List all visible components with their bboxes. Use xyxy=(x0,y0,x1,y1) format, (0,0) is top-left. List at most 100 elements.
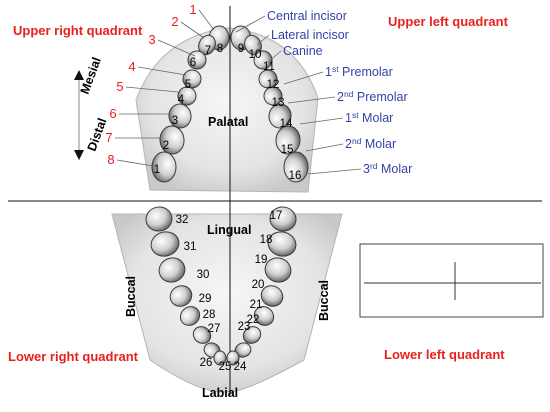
tooth-lower-right-5 xyxy=(192,326,212,344)
tooth-upper-left-1 xyxy=(253,50,273,70)
tooth-number-26: 26 xyxy=(200,357,213,369)
red-number-6: 6 xyxy=(109,106,116,121)
red-number-7: 7 xyxy=(105,130,112,145)
tooth-name-2: Canine xyxy=(283,44,323,58)
quadrant-title-upper-right: Upper right quadrant xyxy=(13,23,143,38)
tooth-name-ordinal-suffix: rd xyxy=(370,161,378,171)
tooth-number-28: 28 xyxy=(203,309,216,321)
red-number-5: 5 xyxy=(116,79,123,94)
label-palatal: Palatal xyxy=(208,115,248,129)
tooth-name-leader-7 xyxy=(307,168,362,175)
red-number-1: 1 xyxy=(189,2,196,17)
quadrant-title-lower-left: Lower left quadrant xyxy=(384,347,505,362)
tooth-number-19: 19 xyxy=(255,254,268,266)
tooth-name-type: Molar xyxy=(361,137,396,151)
tooth-upper-left-5 xyxy=(275,125,301,155)
tooth-name-5: 1st Molar xyxy=(345,110,393,125)
tooth-number-1: 1 xyxy=(154,164,160,176)
tooth-name-ordinal: 1 xyxy=(325,65,332,79)
red-number-8: 8 xyxy=(107,152,114,167)
tooth-number-7: 7 xyxy=(205,45,211,57)
tooth-number-16: 16 xyxy=(289,170,302,182)
tooth-lower-left-0 xyxy=(269,206,297,232)
tooth-lower-left-5 xyxy=(242,326,262,344)
tooth-name-leader-6 xyxy=(305,143,344,152)
teeth-layer xyxy=(145,25,309,366)
leader-lines xyxy=(74,9,362,175)
tooth-number-32: 32 xyxy=(176,214,189,226)
tooth-lower-left-1 xyxy=(267,231,297,257)
red-number-leader-1 xyxy=(198,9,215,31)
tooth-name-6: 2nd Molar xyxy=(345,136,396,151)
tooth-number-10: 10 xyxy=(249,49,262,61)
tooth-number-4: 4 xyxy=(178,94,185,106)
tooth-name-ordinal: 2 xyxy=(337,90,344,104)
tooth-number-30: 30 xyxy=(197,269,210,281)
tooth-name-leader-5 xyxy=(299,117,344,125)
arrow-down-icon xyxy=(74,150,84,160)
tooth-lower-right-0 xyxy=(145,206,173,232)
tooth-name-0: Central incisor xyxy=(267,9,347,23)
tooth-name-leader-3 xyxy=(283,71,324,85)
tooth-name-leader-4 xyxy=(287,96,336,104)
tooth-name-leader-2 xyxy=(267,50,282,63)
tooth-name-leader-1 xyxy=(256,34,270,46)
tooth-upper-left-4 xyxy=(268,103,292,129)
tooth-name-ordinal-suffix: nd xyxy=(344,89,354,99)
tooth-name-3: 1st Premolar xyxy=(325,64,393,79)
tooth-number-27: 27 xyxy=(208,323,221,335)
tooth-name-type: Molar xyxy=(359,111,394,125)
label-buccal-left: Buccal xyxy=(124,276,138,317)
tooth-lower-right-1 xyxy=(150,231,180,257)
tooth-number-15: 15 xyxy=(281,144,294,156)
tooth-number-8: 8 xyxy=(217,43,223,55)
tooth-number-2: 2 xyxy=(163,140,169,152)
quadrant-title-upper-left: Upper left quadrant xyxy=(388,14,509,29)
label-buccal-right: Buccal xyxy=(317,280,331,321)
red-number-4: 4 xyxy=(128,59,135,74)
notation-table-frame xyxy=(359,243,544,318)
tooth-name-4: 2nd Premolar xyxy=(337,89,408,104)
tooth-number-5: 5 xyxy=(185,79,191,91)
tooth-name-ordinal: 3 xyxy=(363,162,370,176)
tooth-number-18: 18 xyxy=(260,234,273,246)
label-lingual: Lingual xyxy=(207,223,251,237)
arrow-up-icon xyxy=(74,70,84,80)
tooth-name-ordinal-suffix: st xyxy=(352,110,359,120)
tooth-upper-right-3 xyxy=(177,86,197,106)
tooth-lower-left-4 xyxy=(253,306,275,326)
tooth-number-24: 24 xyxy=(234,361,247,373)
red-number-leader-8 xyxy=(116,159,154,167)
tooth-name-leader-0 xyxy=(235,15,266,33)
text-layer: Upper right quadrant Upper left quadrantL… xyxy=(8,2,531,400)
red-number-leader-4 xyxy=(137,66,187,76)
tooth-number-12: 12 xyxy=(267,79,280,91)
tooth-upper-right-6 xyxy=(151,151,177,183)
tooth-lower-right-3 xyxy=(169,285,193,307)
tooth-upper-left-3 xyxy=(263,86,283,106)
tooth-number-13: 13 xyxy=(272,97,285,109)
red-number-leader-3 xyxy=(157,39,196,57)
red-number-leader-5 xyxy=(125,86,179,93)
tooth-number-20: 20 xyxy=(252,279,265,291)
tooth-number-21: 21 xyxy=(250,299,263,311)
tooth-lower-left-3 xyxy=(260,285,284,307)
tooth-number-17: 17 xyxy=(270,210,283,222)
quadrant-title-lower-right: Lower right quadrant xyxy=(8,349,139,364)
tooth-name-ordinal-suffix: nd xyxy=(352,136,362,146)
tooth-number-22: 22 xyxy=(247,314,260,326)
tooth-number-29: 29 xyxy=(199,293,212,305)
tooth-name-ordinal: 2 xyxy=(345,137,352,151)
tooth-name-7: 3rd Molar xyxy=(363,161,412,176)
tooth-upper-right-5 xyxy=(159,125,185,155)
tooth-lower-left-2 xyxy=(264,257,292,283)
red-number-3: 3 xyxy=(148,32,155,47)
tooth-24 xyxy=(226,350,240,366)
tooth-upper-left-2 xyxy=(258,69,278,89)
tooth-lower-right-2 xyxy=(158,257,186,283)
tooth-number-3: 3 xyxy=(172,115,178,127)
red-number-leader-2 xyxy=(180,21,205,39)
tooth-name-ordinal-suffix: st xyxy=(332,64,339,74)
